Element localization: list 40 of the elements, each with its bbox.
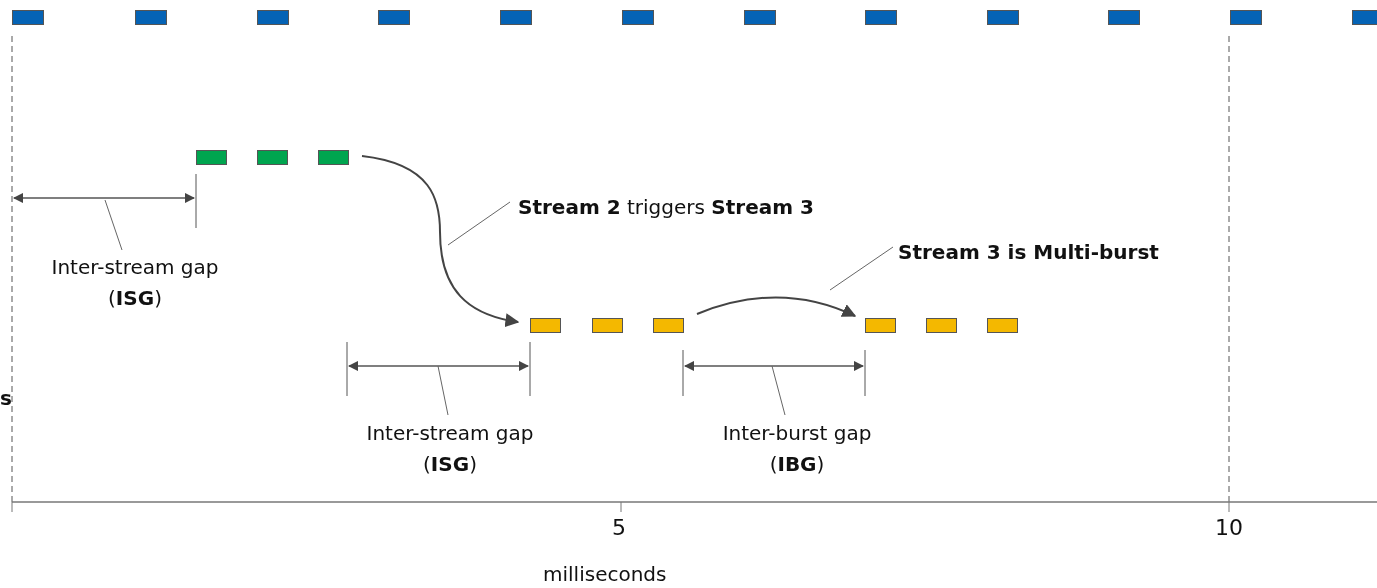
leader-line <box>771 365 786 416</box>
leader-line <box>447 201 511 246</box>
annotation-text: Stream 2 triggers Stream 3 <box>518 195 814 219</box>
pulse-bar <box>592 318 623 333</box>
pulse-bar <box>135 10 167 25</box>
pulse-bar <box>744 10 776 25</box>
pulse-bar <box>500 10 532 25</box>
pulse-bar <box>865 10 897 25</box>
pulse-bar <box>257 150 288 165</box>
gap-label: Inter-burst gap <box>721 420 873 447</box>
gap-abbreviation: (IBG) <box>768 451 826 478</box>
pulse-bar <box>196 150 227 165</box>
pulse-bar <box>926 318 957 333</box>
annotation-text: Stream 3 is Multi-burst <box>898 240 1159 264</box>
pulse-bar <box>987 318 1018 333</box>
pulse-bar <box>1108 10 1140 25</box>
pulse-bar <box>865 318 896 333</box>
pulse-bar <box>1230 10 1262 25</box>
axis-title: milliseconds <box>543 562 667 586</box>
pulse-bar <box>622 10 654 25</box>
gap-label: Inter-stream gap <box>365 420 535 447</box>
gap-label: Inter-stream gap <box>50 254 220 281</box>
pulse-bar <box>1352 10 1377 25</box>
leader-line <box>104 199 123 251</box>
cropped-label: s <box>0 386 12 410</box>
pulse-bar <box>257 10 289 25</box>
pulse-bar <box>12 10 44 25</box>
arrow <box>361 155 520 327</box>
tick-label: 5 <box>612 515 626 540</box>
tick-label: 10 <box>1215 515 1243 540</box>
leader-line <box>829 246 894 291</box>
gap-abbreviation: (ISG) <box>107 285 163 312</box>
pulse-bar <box>653 318 684 333</box>
pulse-bar <box>987 10 1019 25</box>
pulse-bar <box>318 150 349 165</box>
gap-abbreviation: (ISG) <box>422 451 478 478</box>
pulse-bar <box>530 318 561 333</box>
arrow <box>696 296 857 318</box>
leader-line <box>437 365 449 416</box>
pulse-bar <box>378 10 410 25</box>
